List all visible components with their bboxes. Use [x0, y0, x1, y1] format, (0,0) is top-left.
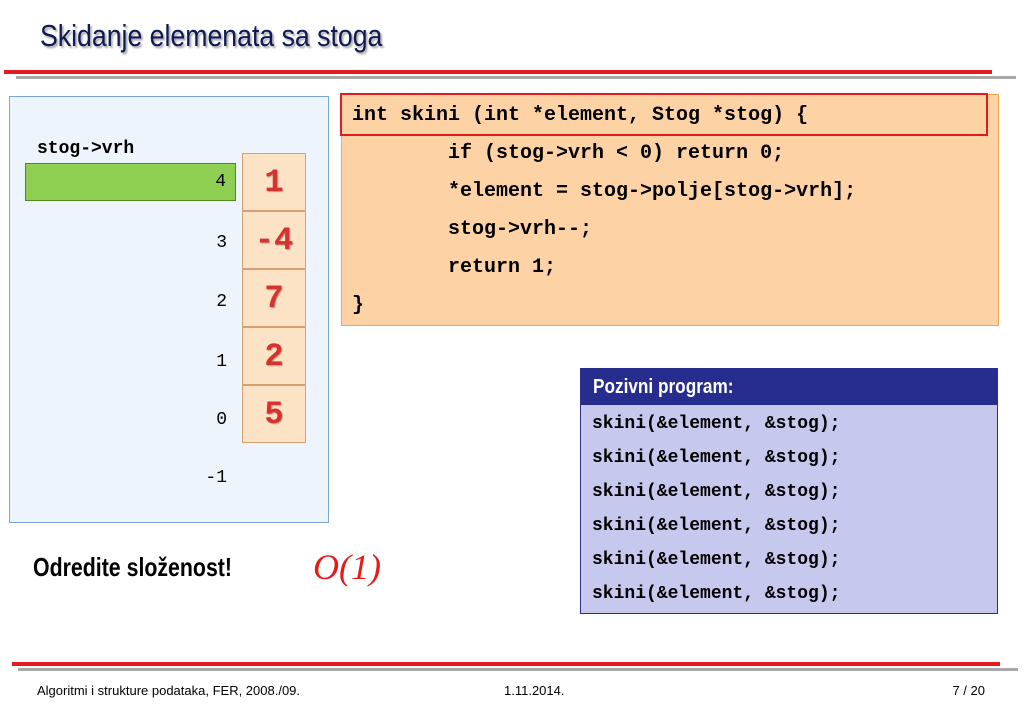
stack-cell: -4: [242, 211, 306, 269]
stack-cell: 5: [242, 385, 306, 443]
call-line: skini(&element, &stog);: [592, 448, 841, 468]
stack-cell: 1: [242, 153, 306, 211]
call-line: skini(&element, &stog);: [592, 482, 841, 502]
stack-index: -1: [205, 468, 227, 488]
footer-date: 1.11.2014.: [504, 683, 565, 698]
stack-index: 1: [216, 352, 227, 372]
stack-index: 3: [216, 233, 227, 253]
call-line: skini(&element, &stog);: [592, 550, 841, 570]
stack-cell: 7: [242, 269, 306, 327]
code-line: int skini (int *element, Stog *stog) {: [352, 104, 809, 127]
complexity-answer: O(1): [313, 547, 381, 587]
code-line: }: [352, 294, 365, 317]
calling-program-header: Pozivni program:: [581, 369, 997, 405]
code-line: return 1;: [352, 256, 557, 279]
call-line: skini(&element, &stog);: [592, 516, 841, 536]
calling-program-box: Pozivni program: skini(&element, &stog);…: [580, 368, 998, 614]
call-line: skini(&element, &stog);: [592, 414, 841, 434]
slide-title: Skidanje elemenata sa stoga: [40, 18, 383, 53]
footer-divider-red: [12, 662, 1000, 666]
stack-top-value: 4: [215, 172, 226, 192]
code-line: *element = stog->polje[stog->vrh];: [352, 180, 857, 203]
stack-top-pointer: 4: [25, 163, 236, 201]
title-divider-red: [4, 70, 992, 74]
calling-program-title: Pozivni program:: [593, 376, 734, 398]
code-block: [341, 94, 999, 326]
stack-index: 0: [216, 410, 227, 430]
footer-page-number: 7 / 20: [952, 683, 985, 698]
footer-divider-gray: [18, 668, 1018, 671]
call-line: skini(&element, &stog);: [592, 584, 841, 604]
code-line: stog->vrh--;: [352, 218, 593, 241]
code-line: if (stog->vrh < 0) return 0;: [352, 142, 785, 165]
title-divider-gray: [16, 76, 1016, 79]
footer-course: Algoritmi i strukture podataka, FER, 200…: [37, 683, 301, 698]
function-signature-highlight: [340, 93, 988, 136]
complexity-question: Odredite složenost!: [33, 552, 233, 582]
stack-index: 2: [216, 292, 227, 312]
stack-top-label: stog->vrh: [37, 139, 135, 159]
stack-cell: 2: [242, 327, 306, 385]
